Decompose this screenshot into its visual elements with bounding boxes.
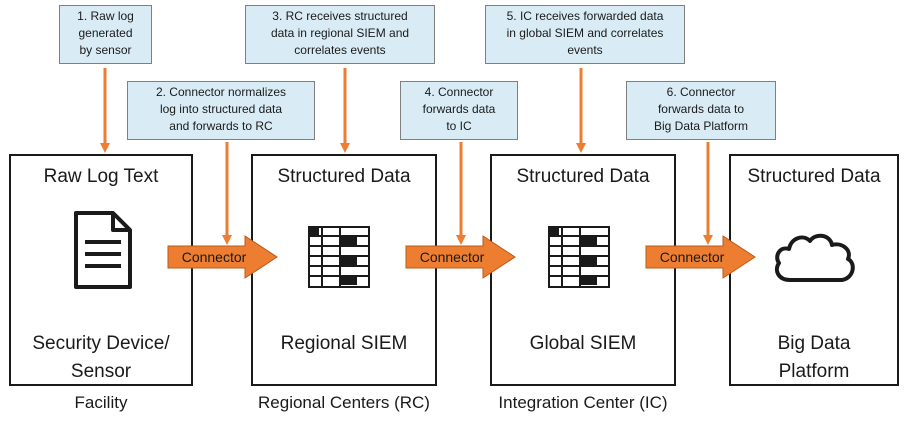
- group-label-facility: Facility: [74, 393, 128, 412]
- step-note-6-line3: Big Data Platform: [653, 119, 749, 133]
- step-note-1-line1: 1. Raw log: [77, 9, 134, 23]
- connector-arrow-1: [167, 235, 278, 279]
- connector-label-3: Connector: [659, 249, 725, 265]
- table-icon: [308, 226, 370, 288]
- step-note-1: 1. Raw log generated by sensor: [59, 5, 152, 64]
- panel-regional-siem: Structured Data Regional SIEM: [251, 154, 437, 386]
- document-icon: [74, 211, 132, 289]
- step-note-2-line3: and forwards to RC: [169, 119, 273, 133]
- connector-arrow-2: [405, 235, 516, 279]
- step-note-6-line2: forwards data to: [657, 102, 745, 116]
- panel-big-data: Structured Data Big Data Platform: [729, 154, 899, 386]
- step-note-3-line3: correlates events: [294, 43, 386, 57]
- panel-global-siem-name: Global SIEM: [492, 330, 674, 358]
- panel-big-data-name-line1: Big Data: [777, 333, 851, 354]
- group-label-regional-centers: Regional Centers (RC): [258, 393, 430, 412]
- step-note-3-line2: data in regional SIEM and: [270, 26, 410, 40]
- connector-label-2: Connector: [419, 249, 485, 265]
- panel-global-siem: Structured Data Global SIEM: [490, 154, 676, 386]
- panel-global-siem-name-line1: Global SIEM: [529, 333, 637, 354]
- connector-label-1: Connector: [181, 249, 247, 265]
- panel-big-data-title: Structured Data: [747, 166, 881, 187]
- step-note-1-line3: by sensor: [79, 43, 132, 57]
- panel-global-siem-title: Structured Data: [516, 166, 650, 187]
- panel-sensor: Raw Log Text Security Device/ Sensor: [9, 154, 193, 386]
- panel-sensor-title: Raw Log Text: [43, 166, 159, 187]
- step-note-4-line3: to IC: [446, 119, 472, 133]
- panel-big-data-name-line2: Platform: [778, 361, 850, 382]
- step-note-5-line2: in global SIEM and correlates: [506, 26, 664, 40]
- step-note-2-line2: log into structured data: [159, 102, 283, 116]
- step-note-2-line1: 2. Connector normalizes: [155, 85, 287, 99]
- panel-sensor-name-line2: Sensor: [70, 361, 132, 382]
- step-note-3: 3. RC receives structured data in region…: [245, 5, 435, 64]
- step-note-2: 2. Connector normalizes log into structu…: [127, 81, 315, 140]
- panel-regional-siem-name-line1: Regional SIEM: [280, 333, 408, 354]
- step-note-4-line1: 4. Connector: [424, 85, 494, 99]
- cloud-icon: [774, 233, 855, 282]
- step-note-6-line1: 6. Connector: [666, 85, 736, 99]
- step-note-5: 5. IC receives forwarded data in global …: [485, 5, 685, 64]
- table-icon: [548, 226, 610, 288]
- step-note-4: 4. Connector forwards data to IC: [400, 81, 518, 140]
- step-note-4-line2: forwards data: [422, 102, 496, 116]
- panel-sensor-name: Security Device/ Sensor: [11, 330, 191, 386]
- step-note-5-line1: 5. IC receives forwarded data: [506, 9, 664, 23]
- panel-sensor-name-line1: Security Device/: [32, 333, 170, 354]
- connector-arrow-3: [645, 235, 756, 279]
- step-note-3-line1: 3. RC receives structured: [272, 9, 408, 23]
- step-note-1-line2: generated: [78, 26, 133, 40]
- panel-regional-siem-name: Regional SIEM: [253, 330, 435, 358]
- step-note-6: 6. Connector forwards data to Big Data P…: [626, 81, 776, 140]
- step-note-5-line3: events: [567, 43, 603, 57]
- group-label-integration-center: Integration Center (IC): [498, 393, 668, 412]
- panel-big-data-name: Big Data Platform: [731, 330, 897, 386]
- panel-regional-siem-title: Structured Data: [277, 166, 411, 187]
